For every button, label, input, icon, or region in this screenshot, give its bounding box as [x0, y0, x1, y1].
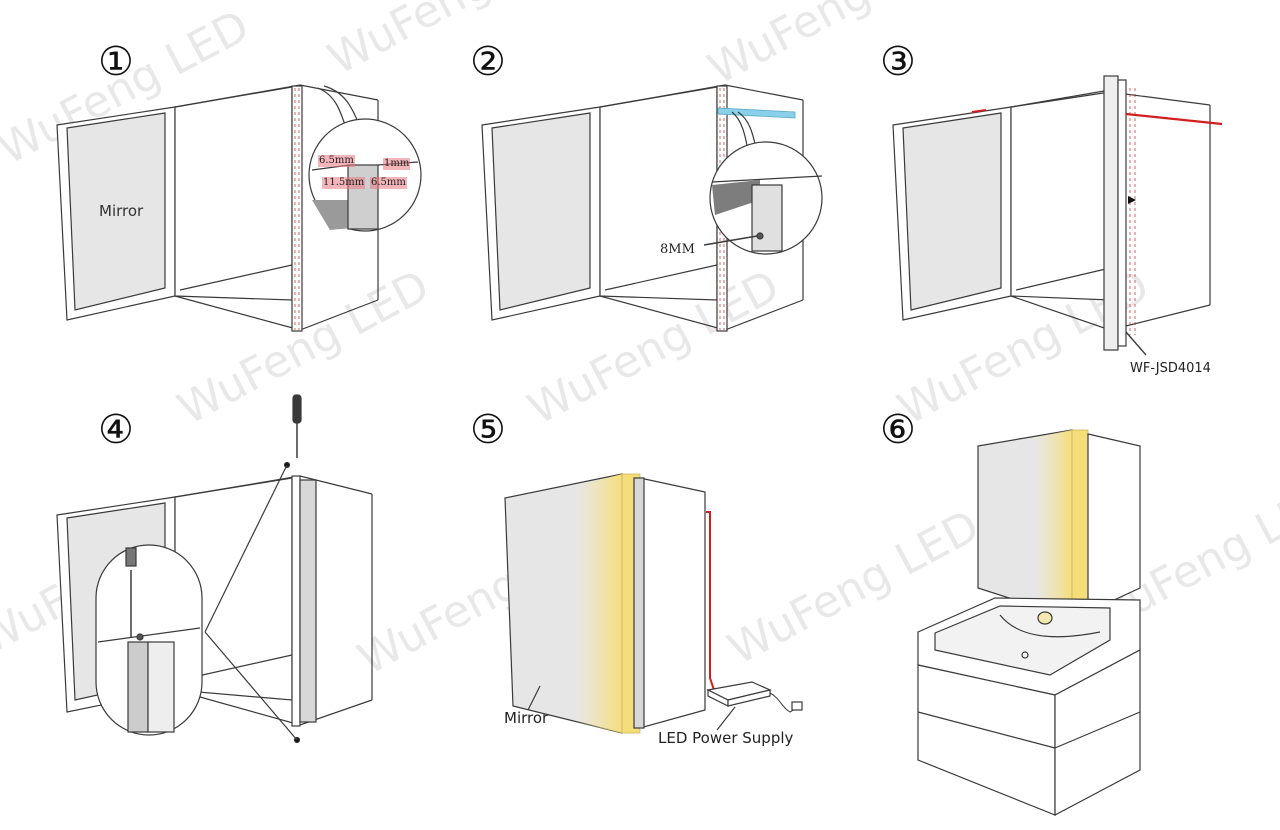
step-2-number: ② — [470, 39, 506, 85]
step-6-drawing — [917, 429, 1141, 816]
step-4-number: ④ — [98, 407, 134, 453]
step-5-drawing — [504, 473, 803, 734]
step-1-drawing — [56, 84, 422, 332]
dimension-label: 1mm — [383, 158, 411, 170]
step-5-mirror-label: Mirror — [504, 709, 549, 727]
step-5-power-label: LED Power Supply — [658, 729, 794, 747]
step-1-mirror-label: Mirror — [99, 202, 144, 220]
step-4-drawing — [56, 394, 373, 744]
step-3-number: ③ — [880, 39, 916, 85]
step-6-number: ⑥ — [880, 407, 916, 453]
step-1-number: ① — [98, 39, 134, 85]
step-5-number: ⑤ — [470, 407, 506, 453]
step-2-drawing — [481, 84, 823, 332]
dimension-label: 6.5mm — [318, 155, 355, 167]
step-3-drawing — [892, 75, 1223, 356]
step-3-part-label: WF-JSD4014 — [1130, 361, 1211, 376]
step-2-hole-label: 8MM — [660, 242, 695, 257]
dimension-label: 11.5mm — [322, 177, 366, 189]
dimension-label: 6.5mm — [370, 177, 407, 189]
